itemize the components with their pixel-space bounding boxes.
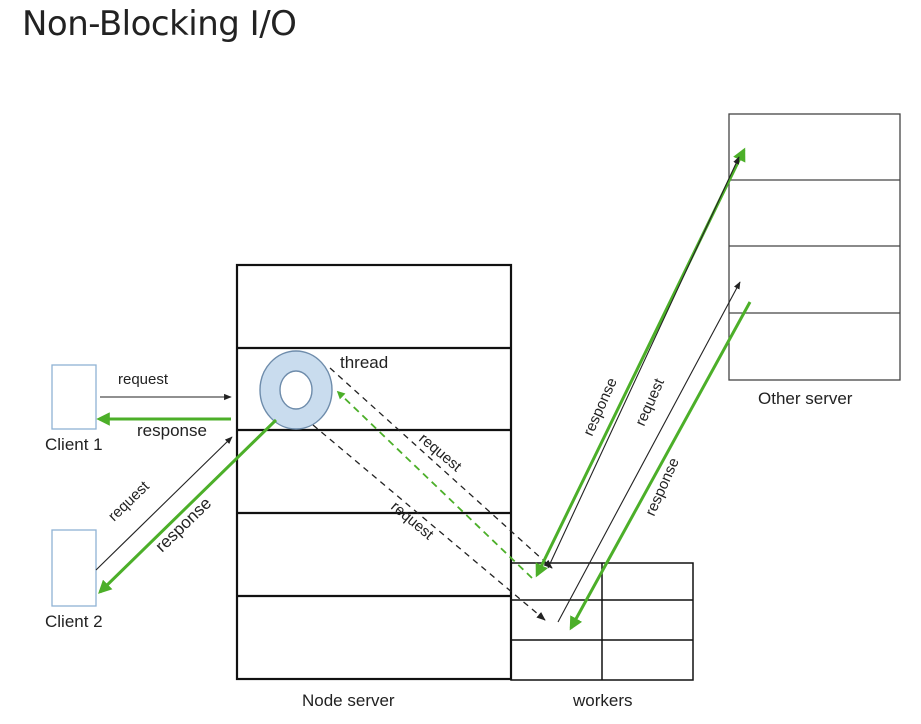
workers-label: workers: [572, 691, 633, 710]
client1-response-label: response: [137, 421, 207, 440]
client2-request-label: request: [105, 477, 153, 525]
other-response-label-1: response: [580, 375, 621, 438]
other-response-arrow-2: [569, 301, 752, 631]
client2-request-arrow: [95, 436, 233, 571]
node-server: [235, 263, 513, 681]
worker-request-arrow-1: [329, 367, 553, 569]
client-1-label: Client 1: [45, 435, 103, 454]
worker-callback-arrow: [336, 390, 533, 579]
client-2-box: [51, 529, 97, 607]
other-server-label: Other server: [758, 389, 853, 408]
page-title: Non-Blocking I/O: [22, 4, 297, 44]
other-request-label: request: [632, 375, 668, 428]
worker-request-label-1: request: [415, 430, 465, 476]
node-server-label: Node server: [302, 691, 395, 710]
client2-response-label: response: [152, 494, 216, 556]
worker-request-label-2: request: [387, 498, 437, 544]
workers-box: [510, 562, 694, 681]
client1-request-label: request: [118, 371, 169, 388]
client-1-box: [51, 364, 97, 430]
other-request-arrow: [547, 156, 740, 569]
other-request-arrow-2: [557, 281, 741, 623]
thread-label: thread: [340, 353, 388, 372]
client2-response-arrow: [98, 418, 278, 594]
thread-ring: [259, 350, 333, 430]
other-server-box: [728, 113, 901, 381]
client-2-label: Client 2: [45, 612, 103, 631]
